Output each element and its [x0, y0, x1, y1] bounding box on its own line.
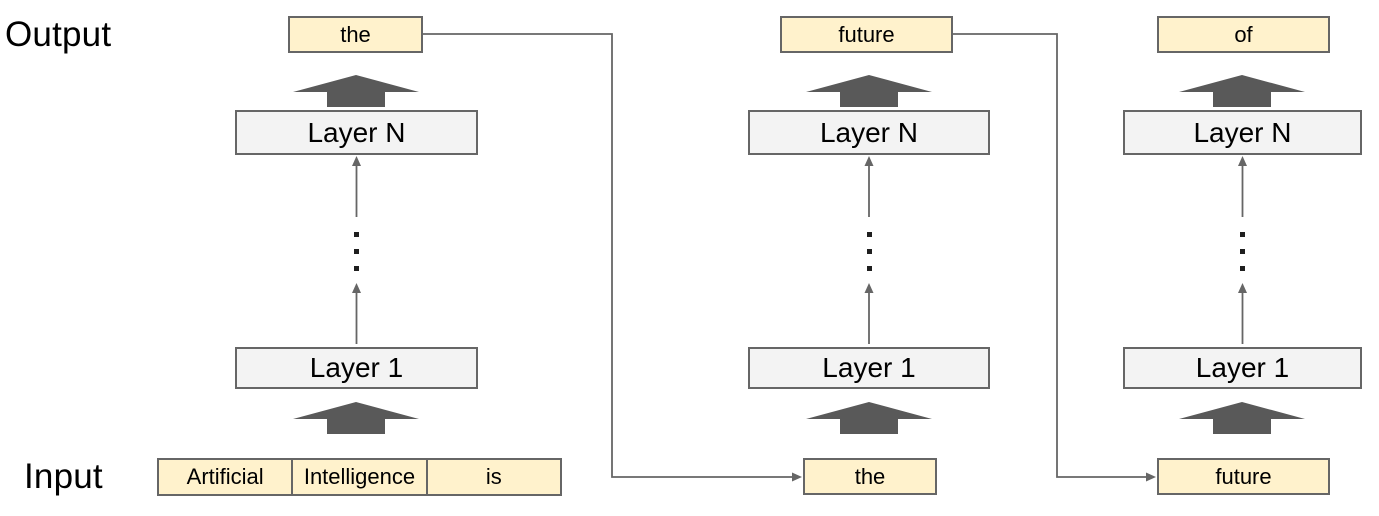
layer-1-box: Layer 1: [1123, 347, 1362, 389]
layer-n-box: Layer N: [235, 110, 478, 155]
inter-layer-arrow: [864, 156, 874, 344]
inter-layer-arrow: [352, 156, 361, 344]
feedback-connector: [953, 33, 1156, 482]
block-arrow-up-icon: [1179, 75, 1305, 107]
layer-n-box: Layer N: [748, 110, 990, 155]
ellipsis-dots-icon: [1240, 232, 1245, 271]
input-label: Input: [24, 456, 103, 496]
block-arrow-up-icon: [806, 75, 932, 107]
ellipsis-dots-icon: [354, 232, 359, 271]
output-token-box: of: [1157, 16, 1330, 53]
input-token-cell: Artificial: [186, 464, 264, 489]
layer-1-box: Layer 1: [235, 347, 478, 389]
output-token-box: the: [288, 16, 423, 53]
block-arrow-up-icon: [293, 402, 419, 434]
input-token-strip: Artificial Intelligence is: [157, 458, 562, 496]
input-token-box: the: [803, 458, 937, 495]
block-arrow-up-icon: [293, 75, 419, 107]
input-token-cell: Intelligence: [291, 460, 425, 494]
input-token-cell: is: [425, 460, 560, 494]
input-token-box: future: [1157, 458, 1330, 495]
output-token-box: future: [780, 16, 953, 53]
block-arrow-up-icon: [1179, 402, 1305, 434]
inter-layer-arrow: [1238, 156, 1247, 344]
layer-1-box: Layer 1: [748, 347, 990, 389]
block-arrow-up-icon: [806, 402, 932, 434]
layer-n-box: Layer N: [1123, 110, 1362, 155]
ellipsis-dots-icon: [866, 232, 872, 271]
feedback-connector: [423, 33, 802, 482]
output-label: Output: [5, 15, 112, 54]
